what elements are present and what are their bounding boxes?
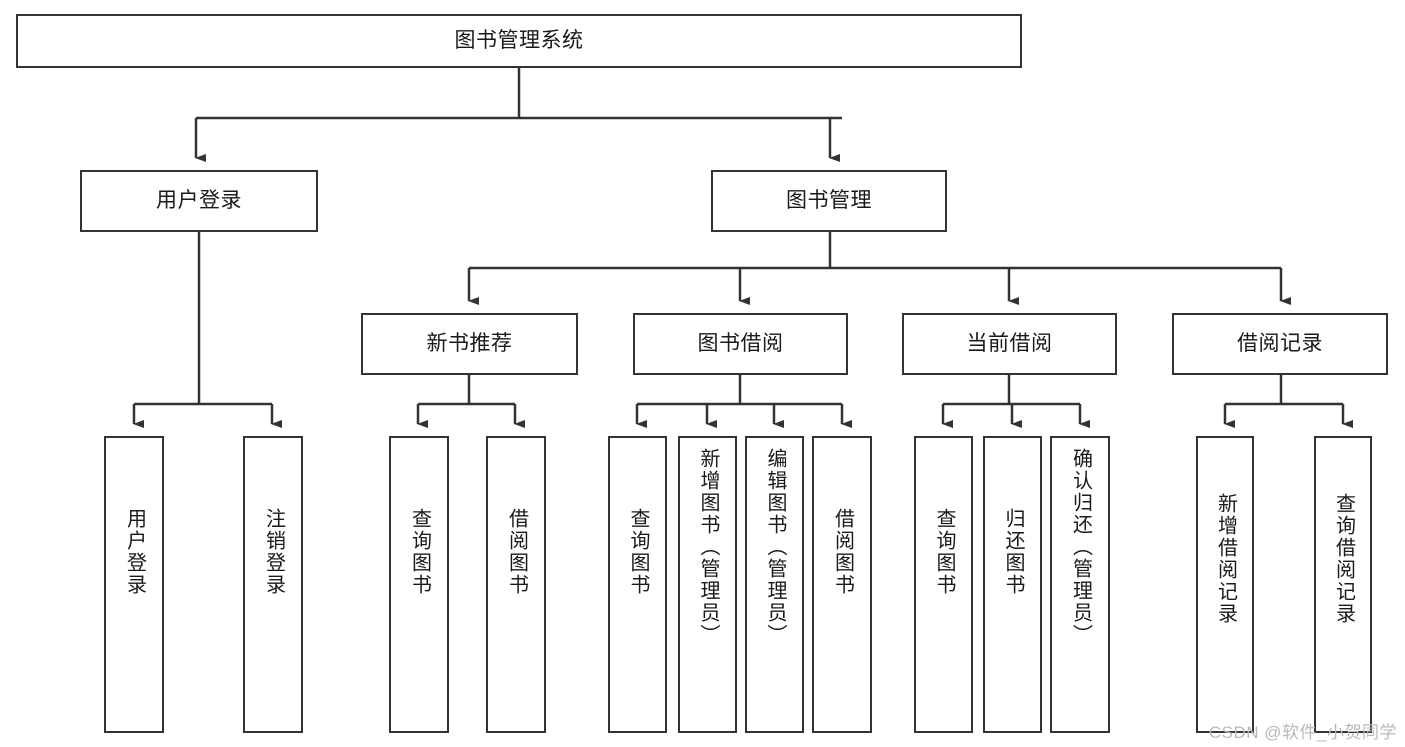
node-leaf-logout-login-label: 注销登录 [262, 508, 285, 596]
node-leaf-borrow-book-1[interactable]: 借阅图书 [486, 436, 546, 733]
node-book-management-label: 图书管理 [786, 188, 872, 212]
node-leaf-query-book-1-label: 查询图书 [408, 508, 431, 596]
node-leaf-query-book-2[interactable]: 查询图书 [608, 436, 667, 733]
node-leaf-query-book-3[interactable]: 查询图书 [914, 436, 973, 733]
node-leaf-query-book-3-label: 查询图书 [933, 508, 955, 596]
csdn-watermark: CSDN @软件_小贺同学 [1208, 723, 1397, 742]
node-leaf-query-record[interactable]: 查询借阅记录 [1314, 436, 1372, 733]
node-root-system-label: 图书管理系统 [454, 28, 584, 52]
node-borrow-record[interactable]: 借阅记录 [1172, 313, 1388, 375]
node-leaf-add-record-label: 新增借阅记录 [1214, 493, 1237, 625]
node-leaf-confirm-return-label: 确认归还（管理员） [1069, 448, 1092, 646]
node-user-login[interactable]: 用户登录 [80, 170, 318, 232]
node-leaf-logout-login[interactable]: 注销登录 [243, 436, 303, 733]
node-leaf-confirm-return[interactable]: 确认归还（管理员） [1050, 436, 1110, 733]
node-current-borrow-label: 当前借阅 [966, 331, 1053, 355]
node-new-book-recommend[interactable]: 新书推荐 [361, 313, 578, 375]
node-leaf-edit-book-label: 编辑图书（管理员） [764, 448, 786, 646]
node-leaf-borrow-book-2-label: 借阅图书 [831, 508, 854, 596]
node-leaf-edit-book[interactable]: 编辑图书（管理员） [745, 436, 804, 733]
node-leaf-user-login-label: 用户登录 [123, 508, 146, 596]
node-new-book-recommend-label: 新书推荐 [426, 331, 513, 355]
node-leaf-query-book-1[interactable]: 查询图书 [389, 436, 449, 733]
node-book-management[interactable]: 图书管理 [711, 170, 947, 232]
node-leaf-borrow-book-1-label: 借阅图书 [505, 508, 528, 596]
node-leaf-borrow-book-2[interactable]: 借阅图书 [812, 436, 872, 733]
node-leaf-add-record[interactable]: 新增借阅记录 [1196, 436, 1254, 733]
node-user-login-label: 用户登录 [156, 188, 242, 212]
node-leaf-add-book[interactable]: 新增图书（管理员） [678, 436, 737, 733]
node-leaf-query-record-label: 查询借阅记录 [1332, 493, 1355, 625]
node-leaf-query-book-2-label: 查询图书 [627, 508, 649, 596]
node-root-system[interactable]: 图书管理系统 [16, 14, 1022, 68]
node-current-borrow[interactable]: 当前借阅 [902, 313, 1117, 375]
node-borrow-record-label: 借阅记录 [1237, 331, 1323, 355]
node-leaf-return-book-label: 归还图书 [1002, 508, 1024, 596]
node-book-borrow[interactable]: 图书借阅 [633, 313, 848, 375]
node-book-borrow-label: 图书借阅 [697, 331, 784, 355]
node-leaf-user-login[interactable]: 用户登录 [104, 436, 164, 733]
node-leaf-return-book[interactable]: 归还图书 [983, 436, 1042, 733]
node-leaf-add-book-label: 新增图书（管理员） [697, 448, 719, 646]
